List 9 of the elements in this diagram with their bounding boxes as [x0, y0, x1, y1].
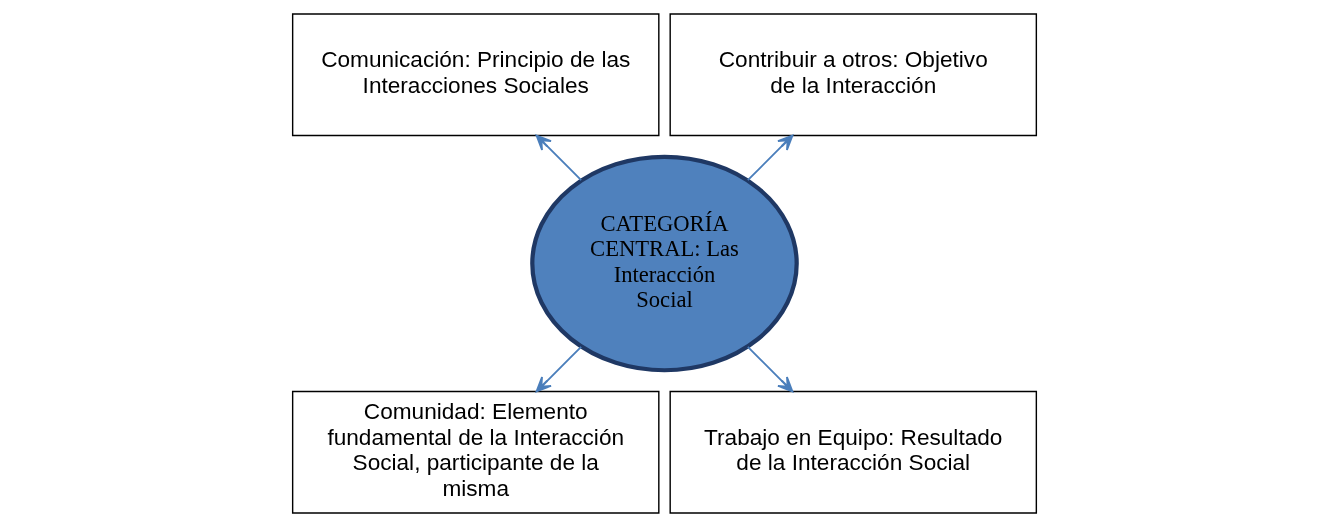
arrow: [535, 345, 583, 393]
node-box: Comunicación: Principio de las Interacciones Sociales: [291, 13, 660, 137]
arrow: [535, 134, 583, 182]
node-box: Comunidad: Elemento fundamental de la Interacción Social, participante de la misma: [291, 390, 660, 514]
arrow: [746, 134, 794, 182]
node-ellipse: CATEGORÍA CENTRAL: Las Interacción Social: [530, 154, 799, 373]
node-box: Trabajo en Equipo: Resultado de la Interacción Social: [669, 390, 1038, 514]
arrow: [746, 345, 794, 393]
node-box: Contribuir a otros: Objetivo de la Interacción: [669, 13, 1038, 137]
